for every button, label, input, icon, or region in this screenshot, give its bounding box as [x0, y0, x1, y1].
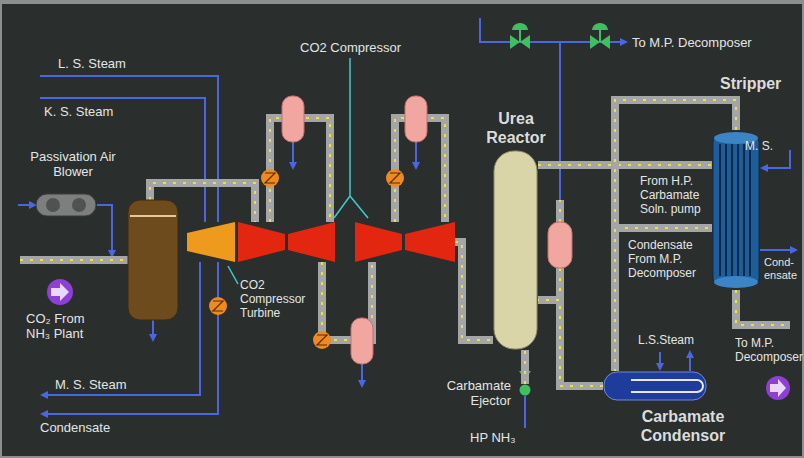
turbine	[187, 222, 235, 262]
pipe-stroke	[538, 164, 712, 166]
equipment-node: Carbamate Condensor	[603, 371, 707, 401]
stream-label: HP NH₃	[470, 430, 516, 445]
drain	[292, 142, 294, 168]
drain	[152, 320, 154, 340]
drain	[415, 142, 417, 168]
stream-label: L. S. Steam	[58, 56, 126, 71]
stream-label: To M.P. Decomposer	[632, 35, 752, 50]
pipe-stroke	[521, 350, 529, 384]
pipe-stroke	[538, 300, 603, 386]
equipment-node: Passivation Air Blower	[35, 193, 97, 217]
compressor	[238, 222, 285, 262]
process-pipe	[525, 350, 526, 384]
air-line	[97, 205, 112, 256]
equipment-label: Stripper	[720, 74, 781, 93]
ls-steam-out	[689, 352, 691, 371]
nh3-line	[559, 42, 561, 222]
process-pipe	[538, 165, 712, 166]
pipe-stroke	[538, 300, 603, 386]
process-pipe	[538, 300, 603, 386]
stream-label: M. S.	[745, 139, 773, 153]
equipment-label: Carbamate Ejector	[437, 378, 511, 408]
separator-drum	[548, 222, 572, 268]
stream-label: Cond-ensate	[764, 256, 800, 282]
stream-label: K. S. Steam	[44, 104, 113, 119]
stream-label: CO2 Compressor Turbine	[240, 278, 312, 320]
drain	[361, 364, 363, 386]
control-valve	[510, 23, 610, 49]
flow-arrow	[47, 279, 790, 400]
pipe-stroke	[538, 161, 712, 169]
equipment-node: Urea Reactor	[493, 150, 538, 350]
equipment-label: Carbamate Condensor	[633, 407, 733, 445]
compressor	[355, 222, 402, 262]
separator-drum	[405, 96, 427, 142]
equipment-node: Stripper	[712, 130, 760, 290]
equipment-node: Carbamate Ejector	[519, 384, 531, 396]
hp-nh3-line	[524, 396, 526, 428]
pipe-stroke	[524, 350, 526, 384]
stream-label: L.S.Steam	[638, 333, 694, 347]
stream-label: CO2 Compressor	[300, 40, 401, 55]
leader-line	[228, 266, 238, 284]
air-inlet	[18, 204, 35, 206]
stream-label: M. S. Steam	[55, 377, 127, 392]
stream-label: To M.P. Decomposer	[735, 336, 801, 364]
separator-drum	[282, 96, 304, 142]
condensate-out	[760, 249, 796, 251]
ls-steam-in	[659, 352, 661, 369]
equipment-label: Passivation Air Blower	[28, 149, 118, 179]
knockout-drum	[128, 200, 178, 320]
stream-label: CO₂ From NH₃ Plant	[26, 311, 98, 341]
equipment-label: Urea Reactor	[477, 109, 555, 147]
leader-line	[334, 58, 368, 218]
stream-label: Condensate From M.P. Decomposer	[628, 238, 720, 280]
separator-drum	[351, 318, 373, 364]
cooler	[209, 169, 404, 349]
stream-label: From H.P. Carbamate Soln. pump	[640, 174, 724, 216]
compressor	[288, 222, 335, 262]
compressor	[405, 222, 455, 262]
stream-label: Condensate	[40, 420, 110, 435]
nh3-line	[480, 18, 626, 42]
